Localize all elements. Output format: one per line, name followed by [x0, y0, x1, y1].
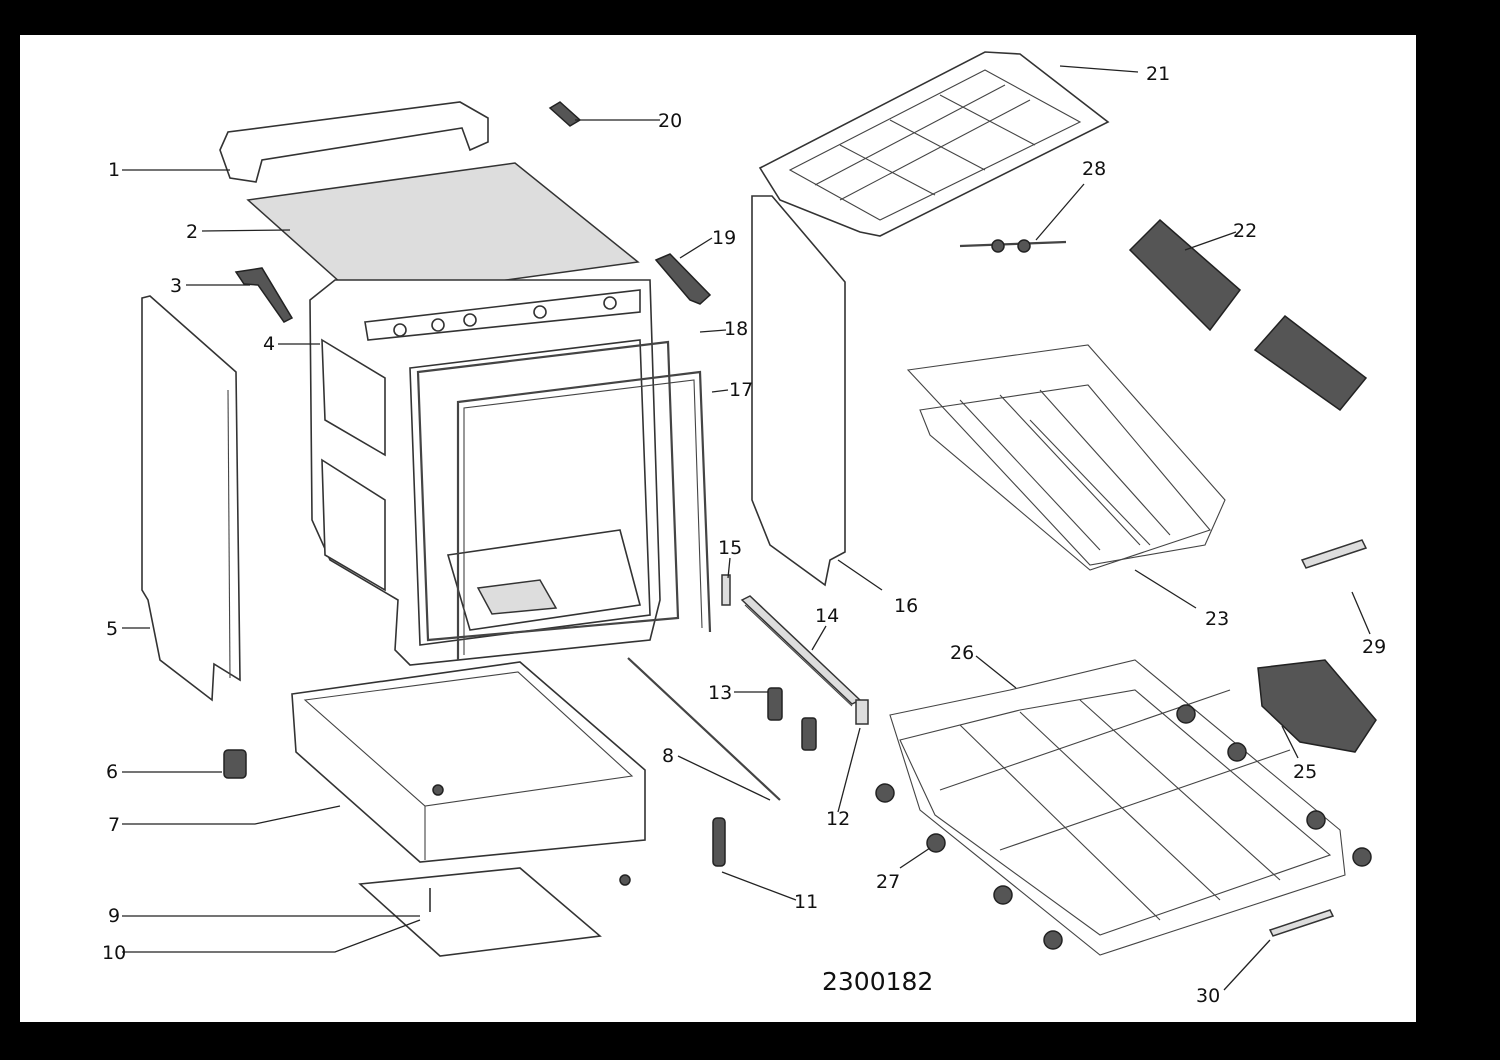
part-cutlery-tray — [758, 51, 1110, 237]
part-gasket — [456, 370, 712, 660]
callout-30: 30 — [1196, 985, 1220, 1007]
callout-7: 7 — [108, 814, 120, 836]
callout-28: 28 — [1082, 158, 1106, 180]
callout-15: 15 — [718, 537, 742, 559]
part-hinge-hardware — [721, 574, 869, 751]
part-valve-6 — [223, 749, 247, 779]
part-rod-8 — [627, 657, 781, 801]
callout-1: 1 — [108, 159, 120, 181]
part-fold-racks — [1128, 218, 1368, 412]
part-door-seal — [416, 340, 680, 642]
drawing-code: 2300182 — [822, 967, 933, 996]
callout-22: 22 — [1233, 220, 1257, 242]
callout-8: 8 — [662, 745, 674, 767]
callout-26: 26 — [950, 642, 974, 664]
callout-14: 14 — [815, 605, 839, 627]
callout-13: 13 — [708, 682, 732, 704]
callout-11: 11 — [794, 891, 818, 913]
callout-20: 20 — [658, 110, 682, 132]
callout-10: 10 — [102, 942, 126, 964]
part-side-panel-right — [751, 195, 846, 587]
leader-lines — [122, 65, 1371, 991]
part-handle-30 — [1268, 909, 1335, 937]
callout-25: 25 — [1293, 761, 1317, 783]
callout-3: 3 — [170, 275, 182, 297]
part-lower-basket — [875, 659, 1372, 956]
part-handle-29 — [1300, 539, 1368, 569]
callout-17: 17 — [729, 379, 753, 401]
part-bracket-19 — [654, 253, 712, 305]
part-base-tray — [291, 661, 646, 886]
callout-19: 19 — [712, 227, 736, 249]
part-bar-28 — [959, 239, 1067, 253]
callout-labels: 1 2 3 4 5 6 7 8 9 10 11 12 13 14 15 16 1… — [102, 63, 1386, 1007]
callout-9: 9 — [108, 905, 120, 927]
callout-6: 6 — [106, 761, 118, 783]
part-cover-plate — [358, 867, 602, 957]
callout-29: 29 — [1362, 636, 1386, 658]
part-clip-20 — [548, 101, 582, 127]
callout-27: 27 — [876, 871, 900, 893]
part-upper-basket — [906, 344, 1226, 571]
callout-23: 23 — [1205, 608, 1229, 630]
part-worktop-panel — [246, 162, 640, 301]
part-side-panel-left — [141, 295, 241, 702]
callout-16: 16 — [894, 595, 918, 617]
part-tub-cabinet — [309, 279, 661, 666]
callout-21: 21 — [1146, 63, 1170, 85]
part-screw-11 — [712, 817, 726, 867]
callout-5: 5 — [106, 618, 118, 640]
part-top-frame — [219, 101, 489, 183]
callout-18: 18 — [724, 318, 748, 340]
callout-2: 2 — [186, 221, 198, 243]
part-bracket-3 — [234, 267, 294, 323]
part-cutlery-basket — [1257, 659, 1377, 753]
callout-12: 12 — [826, 808, 850, 830]
callout-4: 4 — [263, 333, 275, 355]
